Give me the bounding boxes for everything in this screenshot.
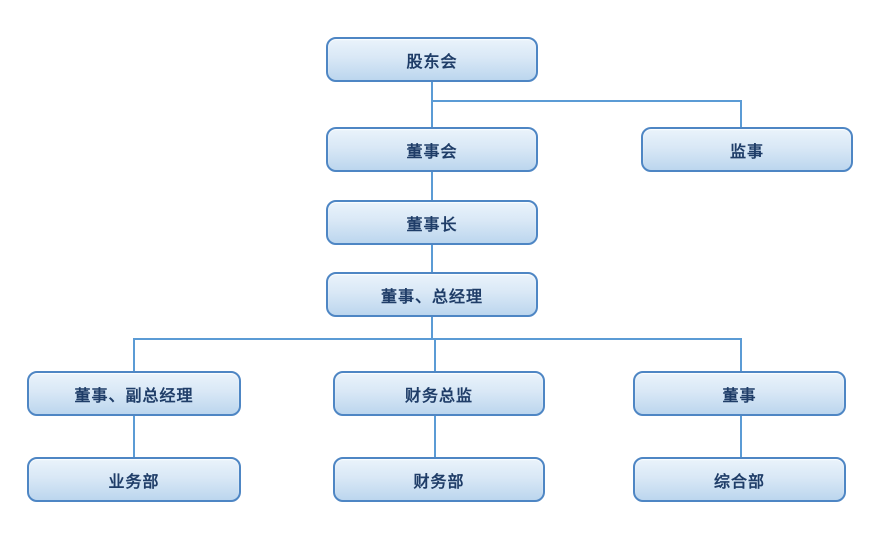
connector-distributor-horizontal (133, 338, 742, 340)
connector-board-chairman (431, 172, 433, 201)
org-node-director-general-manager: 董事、总经理 (326, 272, 538, 317)
connector-chairman-gm (431, 245, 433, 273)
org-node-shareholders-meeting: 股东会 (326, 37, 538, 82)
connector-shareholders-supervisor-horizontal (431, 100, 742, 102)
org-node-general-department: 综合部 (633, 457, 846, 502)
connector-drop-vicegm (133, 338, 135, 372)
org-node-business-department: 业务部 (27, 457, 241, 502)
connector-shareholders-board (431, 82, 433, 128)
org-node-finance-director: 财务总监 (333, 371, 545, 416)
connector-cfo-finance (434, 416, 436, 458)
connector-gm-distributor (431, 317, 433, 340)
connector-vicegm-business (133, 416, 135, 458)
org-node-director-deputy-general-manager: 董事、副总经理 (27, 371, 241, 416)
connector-drop-director (740, 338, 742, 372)
org-node-board-of-directors: 董事会 (326, 127, 538, 172)
connector-drop-cfo (434, 338, 436, 372)
org-node-supervisor: 监事 (641, 127, 853, 172)
org-node-chairman: 董事长 (326, 200, 538, 245)
org-node-director: 董事 (633, 371, 846, 416)
org-node-finance-department: 财务部 (333, 457, 545, 502)
connector-director-general (740, 416, 742, 458)
connector-shareholders-supervisor-vertical (740, 100, 742, 128)
